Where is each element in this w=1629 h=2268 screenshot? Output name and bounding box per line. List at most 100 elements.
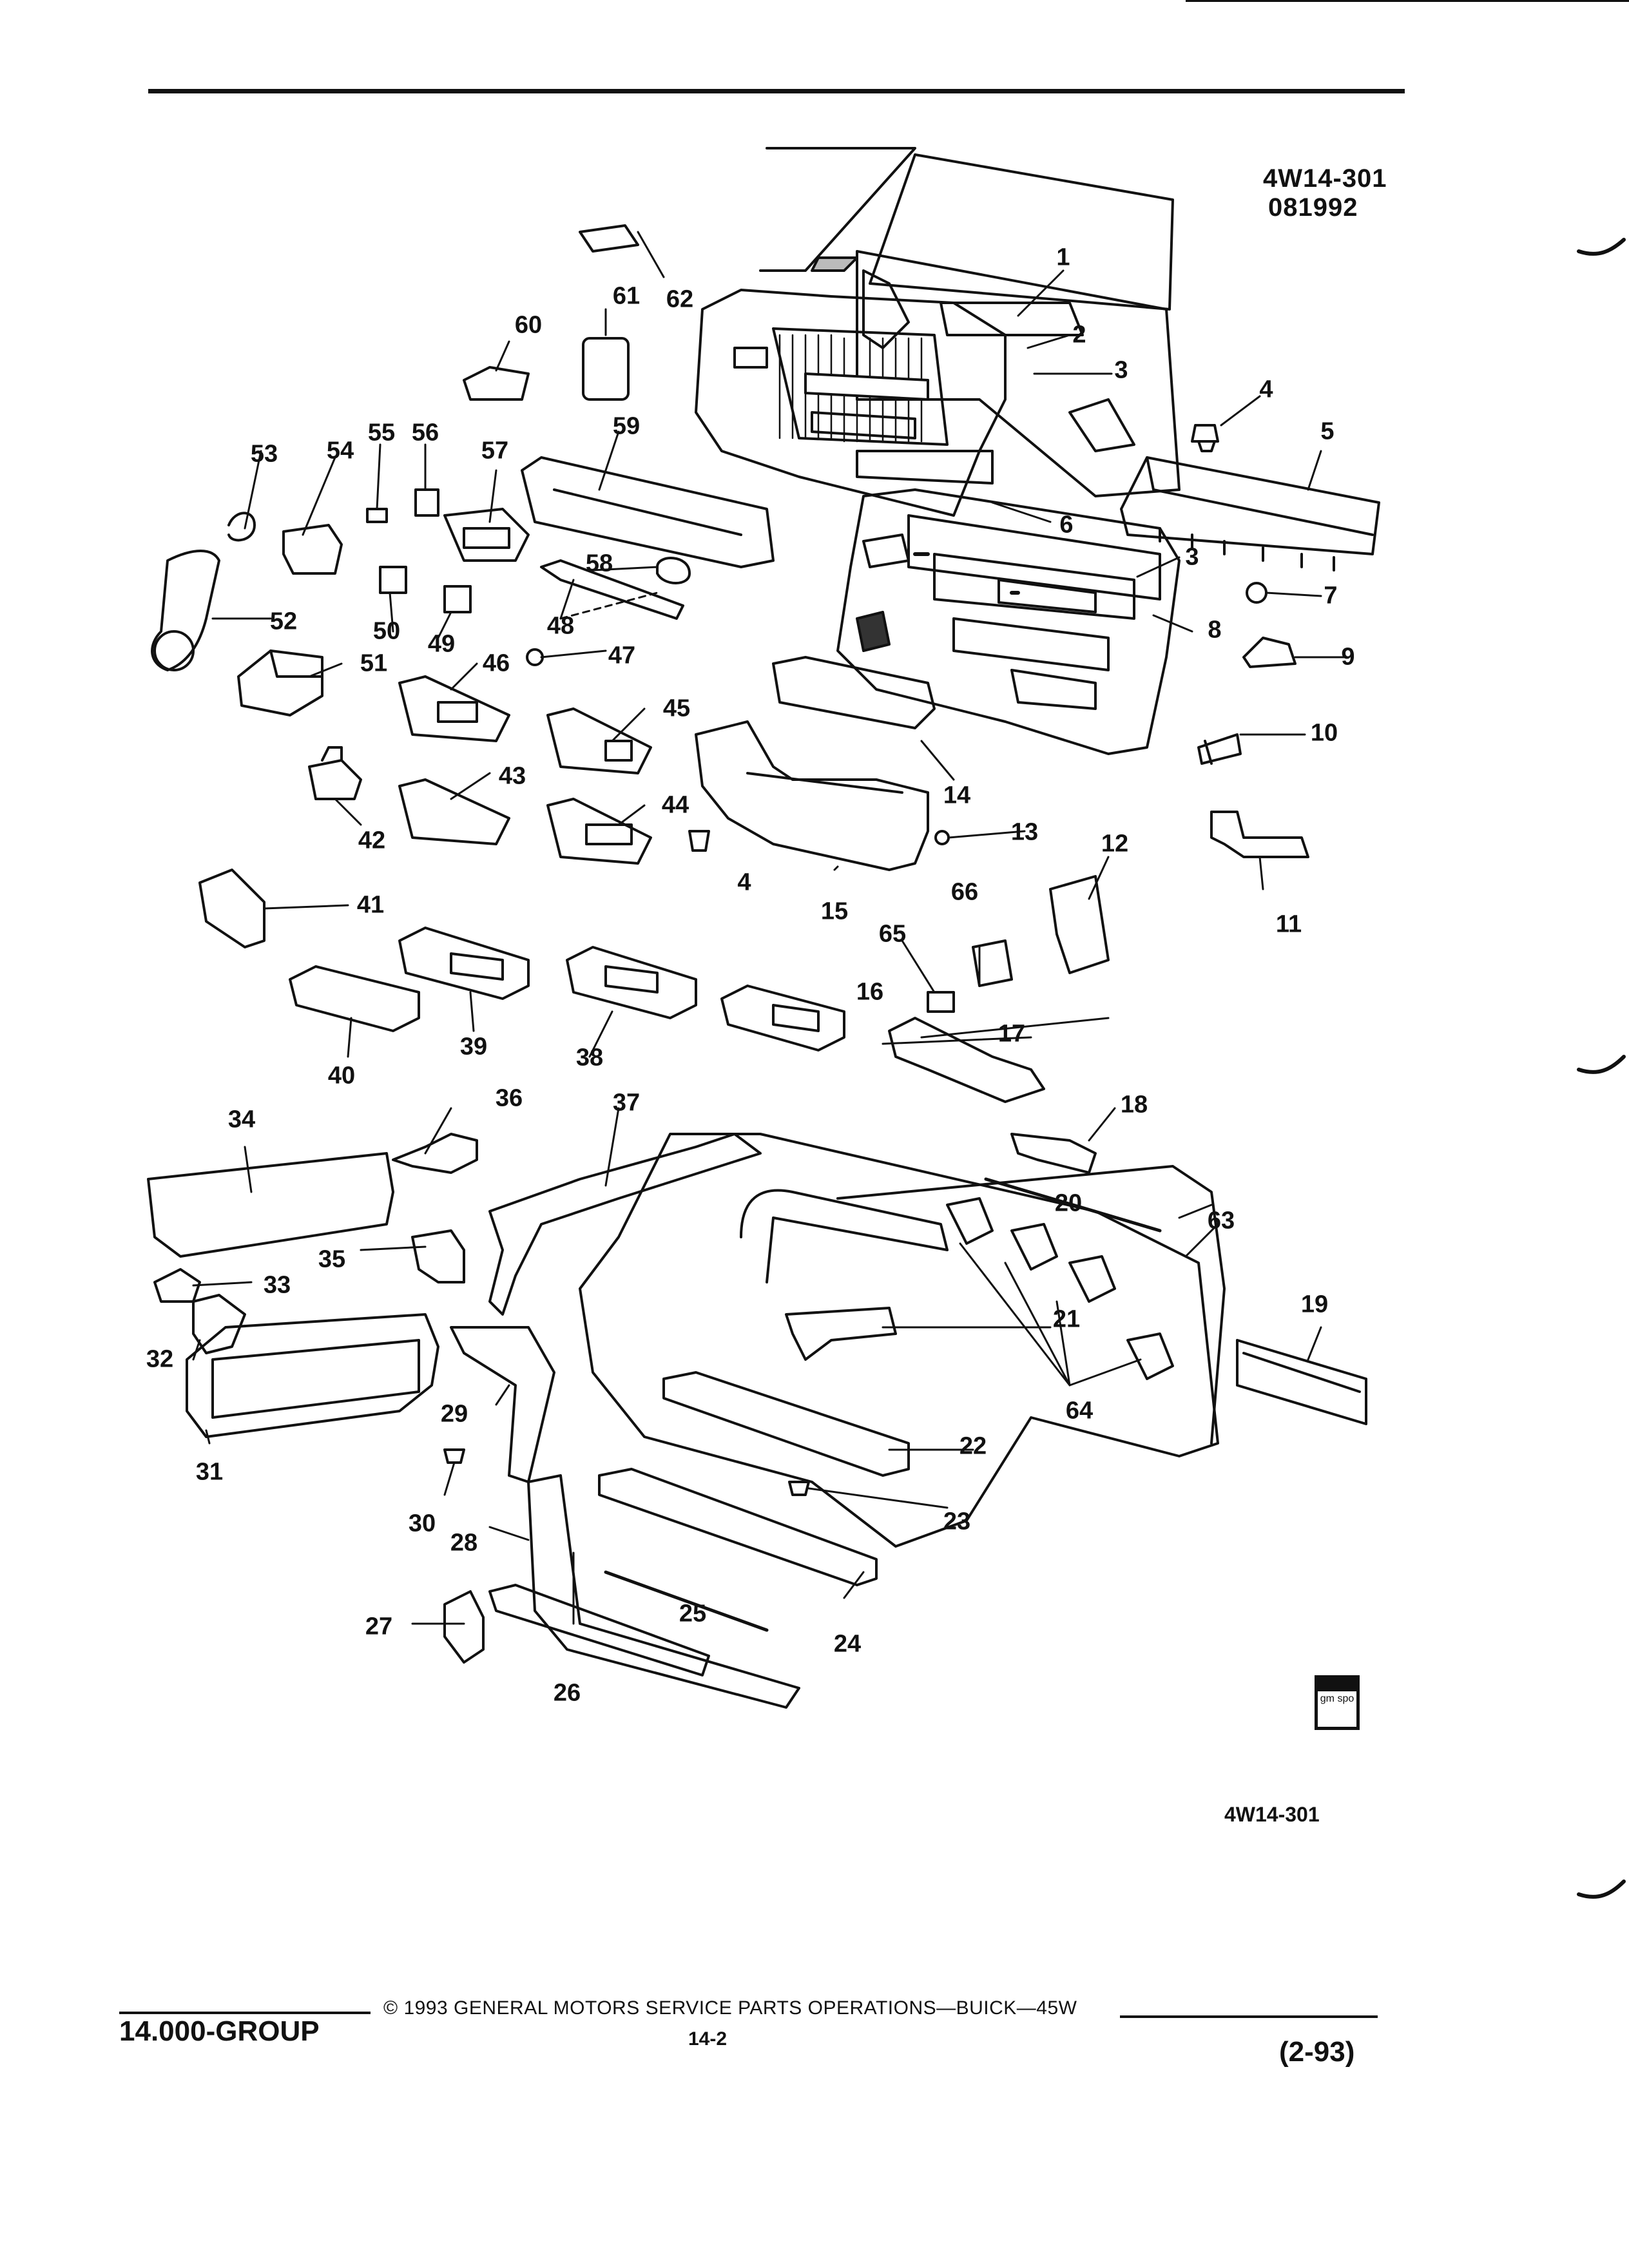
part-4-fastener [1191,424,1219,452]
spo-badge-top-bar [1318,1678,1356,1691]
callout-66: 66 [950,878,979,906]
footer-copyright: © 1993 GENERAL MOTORS SERVICE PARTS OPER… [383,1997,1077,2019]
part-24-sill-plate [598,1468,878,1586]
callout-60: 60 [514,311,543,339]
figure-code: 4W14-301 [1263,164,1387,193]
part-62-bracket [579,224,639,253]
callout-38: 38 [575,1044,604,1072]
part-53-clip [227,512,256,542]
part-21-bracket [785,1307,897,1361]
lower-door-trim-outline [579,1133,1219,1548]
callout-65: 65 [878,920,907,948]
callout-27: 27 [365,1613,393,1640]
part-55-screw [366,508,388,523]
callout-5: 5 [1320,418,1335,445]
binding-mark-2 [1577,1055,1626,1074]
part-41-cover [198,869,265,948]
callout-14: 14 [943,782,971,809]
callout-49: 49 [427,630,456,658]
callout-15: 15 [820,898,849,925]
callout-26: 26 [553,1679,581,1707]
callout-11: 11 [1275,910,1302,938]
lower-door-window-frame [740,1189,949,1283]
part-18-trim-piece [1010,1133,1097,1174]
part-5-bracket [1120,456,1380,572]
part-7-fastener [1246,582,1268,604]
part-45-switch-bezel [546,707,652,774]
callout-17: 17 [998,1020,1026,1048]
part-40-switch-bezel [289,965,420,1032]
footer-page: 14-2 [688,2028,728,2050]
part-46-switch-bezel [398,675,510,742]
door-outer-assembly [759,147,1181,497]
callout-22: 22 [959,1432,987,1460]
part-28-kick-panel [527,1474,800,1709]
figure-code-bottom: 4W14-301 [1224,1803,1320,1826]
callout-9: 9 [1341,643,1355,671]
callout-16: 16 [856,978,884,1006]
callout-12: 12 [1101,830,1129,858]
part-64-clip-a [946,1197,994,1245]
part-4-screw-b [688,830,710,852]
callout-20: 20 [1054,1189,1083,1217]
part-54-knob [282,524,343,575]
part-17-pull-handle [888,1017,1045,1103]
callout-32: 32 [146,1345,174,1373]
part-36-pivot [392,1133,478,1174]
part-64-clip-b [1010,1223,1058,1271]
part-50-clip [379,566,407,594]
part-61-plate [582,337,630,401]
front-door-trim-panel [695,289,1007,517]
part-26-clip-strip [488,1584,710,1677]
callout-53: 53 [250,440,278,468]
part-58-escutcheon [656,557,691,584]
callout-28: 28 [450,1529,478,1557]
callout-30: 30 [408,1510,436,1537]
callout-21: 21 [1052,1305,1081,1333]
binding-marks [1577,238,1626,1899]
part-10-bolt [1197,733,1242,765]
part-16-switch-bezel [720,985,845,1052]
callout-18: 18 [1120,1091,1148,1119]
part-33-cap [153,1268,201,1303]
part-63-roof-rail [836,1165,1226,1445]
callout-50: 50 [372,617,401,645]
callout-52: 52 [269,608,298,635]
part-12-plate [1049,875,1110,974]
callout-6: 6 [1059,511,1074,539]
callout-13: 13 [1010,818,1039,846]
rear-door-trim-panel [836,488,1181,755]
part-49-clip [443,585,472,613]
part-64-clip-c [1068,1255,1116,1303]
part-52-crank-handle [151,550,220,671]
callout-7: 7 [1324,582,1338,610]
callout-24: 24 [833,1630,862,1658]
callout-29: 29 [440,1400,468,1428]
part-34-sunshade [147,1152,394,1258]
callout-8: 8 [1208,616,1222,644]
part-37-pillar-trim [488,1133,762,1316]
binding-mark-3 [1577,1879,1626,1899]
callout-39: 39 [459,1033,488,1061]
callout-41: 41 [356,891,385,919]
part-29-pillar-trim [450,1326,555,1483]
callout-57: 57 [481,437,509,465]
callout-64: 64 [1065,1397,1094,1425]
callout-33: 33 [263,1271,291,1299]
top-right-edge-line [1186,0,1629,2]
callout-59: 59 [612,412,641,440]
callout-37: 37 [612,1089,641,1117]
footer-group: 14.000-GROUP [119,2015,320,2047]
part-48-rod [540,559,684,620]
part-57-switch-bezel [443,508,530,562]
callout-61: 61 [612,282,641,310]
spo-badge-text: gm spo [1320,1693,1354,1704]
part-23-screw [788,1481,810,1496]
part-14-armrest-pad [772,656,936,729]
figure-date: 081992 [1268,193,1358,222]
callout-25: 25 [679,1600,707,1628]
part-66-clip [972,939,1013,987]
part-60-lamp [463,366,530,401]
callout-19: 19 [1300,1291,1329,1318]
